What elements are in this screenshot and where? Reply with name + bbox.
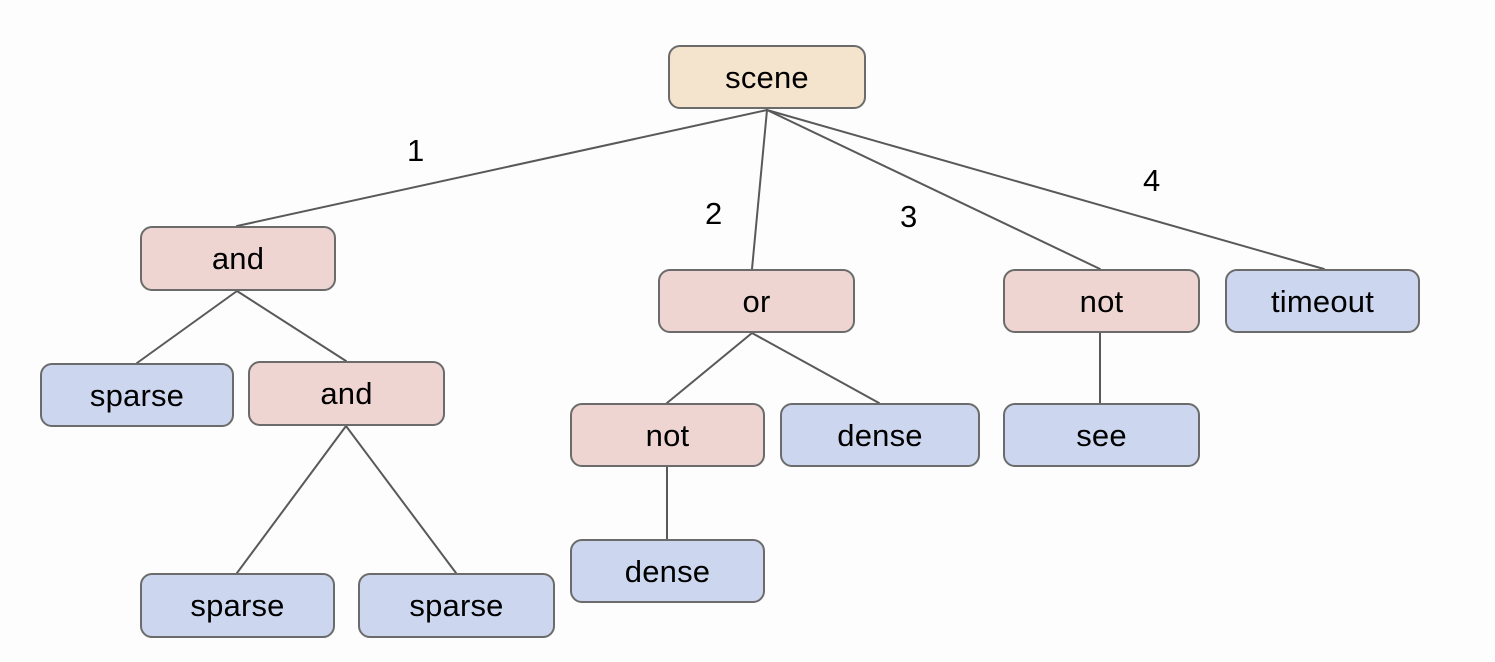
tree-edge [236, 109, 768, 227]
tree-edge [666, 332, 753, 404]
tree-node-sparse3[interactable]: sparse [358, 573, 555, 638]
tree-edge [751, 109, 768, 270]
tree-edge [136, 290, 238, 364]
tree-edge [236, 425, 347, 574]
tree-node-label: sparse [89, 377, 185, 413]
tree-node-not1[interactable]: not [570, 403, 765, 467]
tree-edge [766, 109, 1325, 270]
tree-edge [236, 290, 347, 362]
tree-node-label: or [742, 283, 771, 319]
tree-node-sparse2[interactable]: sparse [140, 573, 335, 638]
tree-node-timeout1[interactable]: timeout [1225, 269, 1420, 333]
tree-node-scene[interactable]: scene [668, 45, 866, 109]
edge-label: 3 [900, 199, 918, 234]
tree-node-sparse1[interactable]: sparse [40, 363, 234, 427]
tree-node-label: timeout [1270, 283, 1375, 319]
tree-node-label: not [1079, 283, 1124, 319]
tree-node-label: scene [725, 59, 809, 95]
edge-label: 2 [705, 196, 723, 231]
tree-node-label: dense [837, 417, 923, 453]
tree-node-see1[interactable]: see [1003, 403, 1200, 467]
tree-node-label: not [645, 417, 690, 453]
tree-edge [751, 332, 880, 404]
tree-node-not2[interactable]: not [1003, 269, 1200, 333]
tree-node-and2[interactable]: and [248, 361, 445, 426]
tree-node-label: see [1076, 417, 1127, 453]
tree-node-label: and [320, 376, 373, 411]
tree-node-label: and [211, 241, 265, 276]
tree-node-label: sparse [409, 588, 504, 623]
edge-label: 1 [407, 133, 425, 168]
tree-edge [345, 425, 457, 574]
edge-label: 4 [1143, 163, 1161, 198]
tree-node-label: dense [624, 553, 711, 589]
tree-node-label: sparse [190, 588, 285, 623]
tree-node-dense1[interactable]: dense [780, 403, 980, 467]
tree-node-and1[interactable]: and [140, 226, 336, 291]
tree-node-or1[interactable]: or [658, 269, 855, 333]
tree-edge [766, 109, 1101, 270]
tree-node-dense2[interactable]: dense [570, 539, 765, 603]
